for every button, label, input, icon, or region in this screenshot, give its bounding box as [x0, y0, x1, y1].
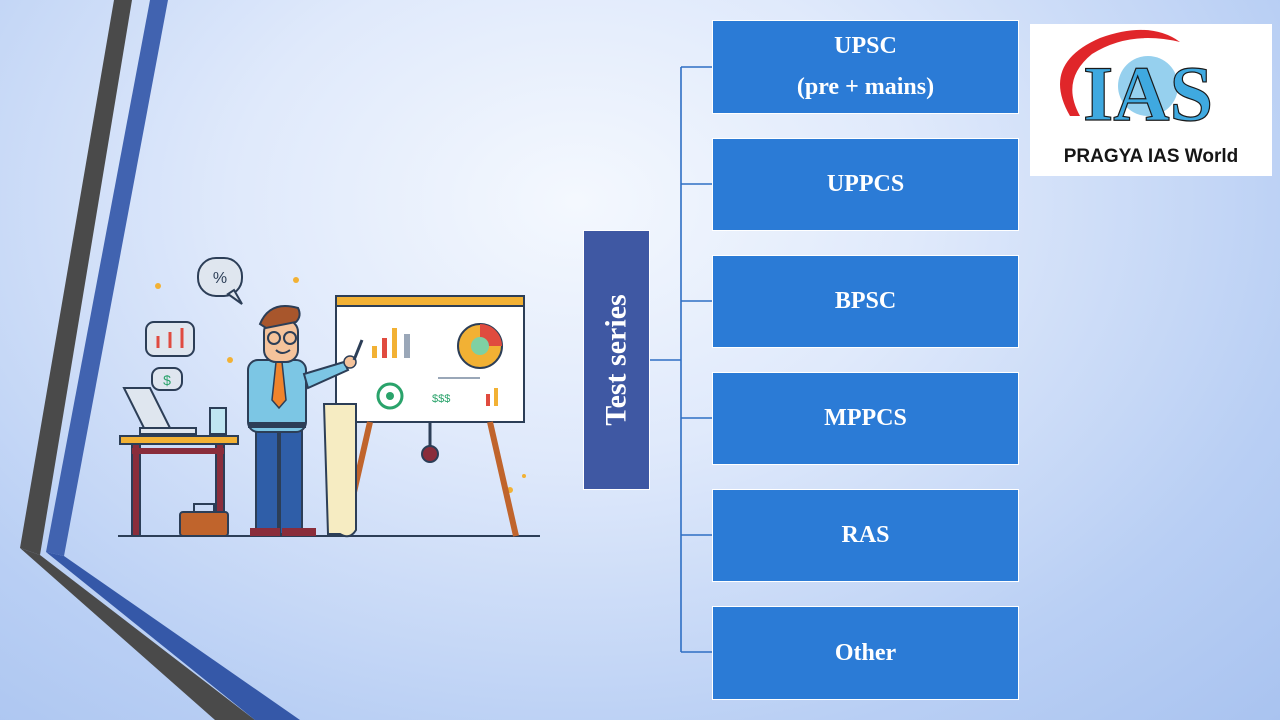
stripe-dark-lower — [20, 548, 255, 720]
root-node-label: Test series — [599, 294, 633, 426]
stripe-blue-lower — [46, 552, 300, 720]
node-mppcs-label: MPPCS — [824, 405, 907, 431]
dollar-symbol: $ — [163, 372, 171, 388]
node-uppcs-label: UPPCS — [826, 171, 905, 197]
node-upsc-sublabel: (pre + mains) — [796, 74, 935, 100]
percent-symbol: % — [213, 270, 227, 287]
whiteboard: $$$ — [335, 295, 525, 537]
pragya-ias-logo: IAS PRAGYA IAS World — [1030, 24, 1272, 176]
stripe-dark — [20, 0, 132, 555]
desk — [119, 387, 239, 537]
logo-caption: PRAGYA IAS World — [1063, 146, 1239, 167]
node-uppcs: UPPCS — [712, 138, 1019, 231]
logo-globe — [1118, 56, 1178, 116]
node-other: Other — [712, 606, 1019, 700]
node-ras-label: RAS — [841, 522, 890, 548]
root-node-test-series: Test series — [583, 230, 650, 490]
scroll-paper — [322, 403, 357, 538]
node-other-label: Other — [834, 639, 897, 666]
logo-swoosh — [1060, 29, 1180, 116]
node-bpsc: BPSC — [712, 255, 1019, 348]
money-symbol: $$$ — [432, 393, 450, 405]
growth-arrows-bubble-icon — [145, 321, 195, 357]
stripe-blue — [46, 0, 168, 556]
node-upsc: UPSC (pre + mains) — [712, 20, 1019, 114]
node-ras: RAS — [712, 489, 1019, 582]
node-bpsc-label: BPSC — [834, 288, 897, 314]
node-mppcs: MPPCS — [712, 372, 1019, 465]
logo-mark-text: IAS — [1083, 50, 1213, 137]
percent-bubble-icon: % — [197, 257, 243, 305]
presenter-illustration: % $ — [118, 257, 540, 538]
dollar-bubble-icon: $ — [151, 367, 183, 391]
node-upsc-label: UPSC — [834, 33, 897, 59]
ias-logo-mark: IAS — [1060, 29, 1214, 138]
teacher-figure — [247, 305, 364, 536]
sparkles — [155, 277, 526, 493]
briefcase-icon — [179, 503, 229, 537]
